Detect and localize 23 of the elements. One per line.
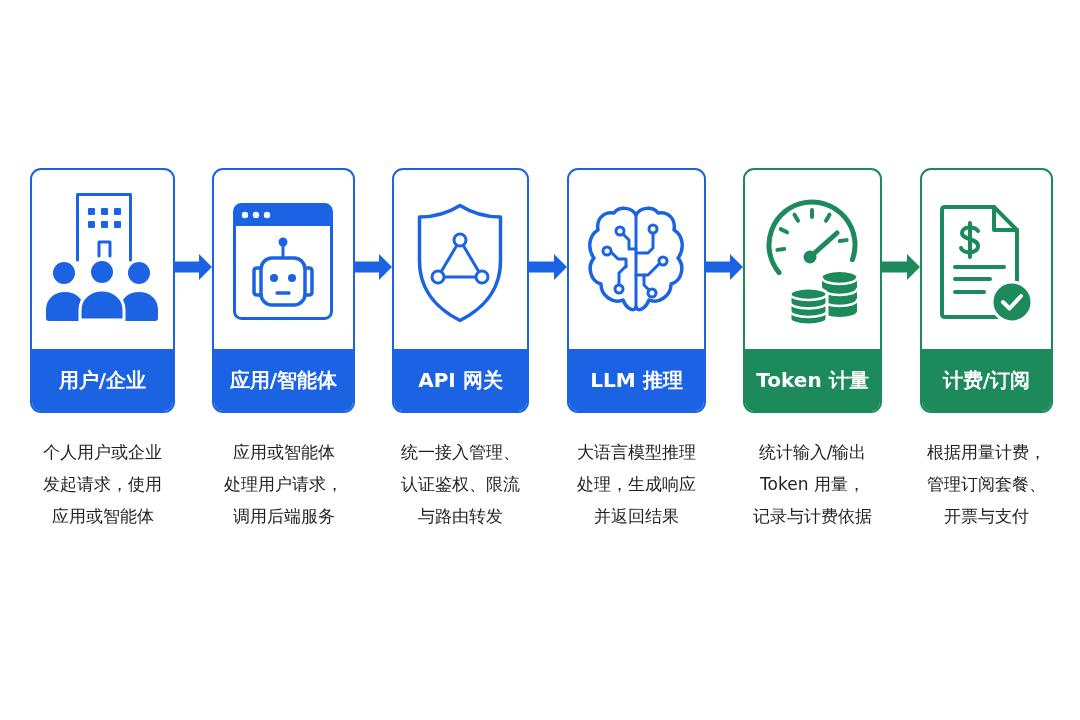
arrow [175, 254, 212, 280]
step-title: 用户/企业 [32, 349, 173, 411]
step-description: 根据用量计费，管理订阅套餐、开票与支付 [927, 441, 1046, 528]
step-description: 统计输入/输出Token 用量，记录与计费依据 [753, 441, 872, 528]
process-card [743, 168, 882, 413]
step-title: Token 计量 [745, 349, 880, 411]
process-card [392, 168, 529, 413]
step-title: 计费/订阅 [922, 349, 1051, 411]
arrow [706, 254, 743, 280]
process-card [567, 168, 706, 413]
step-description: 应用或智能体处理用户请求，调用后端服务 [224, 441, 343, 528]
process-card [30, 168, 175, 413]
step-title: 应用/智能体 [214, 349, 353, 411]
process-card [212, 168, 355, 413]
arrow [882, 254, 920, 280]
arrow [529, 254, 567, 280]
arrow [355, 254, 392, 280]
step-description: 大语言模型推理处理，生成响应并返回结果 [577, 441, 696, 528]
step-title: API 网关 [394, 349, 527, 411]
step-description: 统一接入管理、认证鉴权、限流与路由转发 [401, 441, 520, 528]
step-title: LLM 推理 [569, 349, 704, 411]
step-description: 个人用户或企业发起请求，使用应用或智能体 [43, 441, 162, 528]
process-card [920, 168, 1053, 413]
